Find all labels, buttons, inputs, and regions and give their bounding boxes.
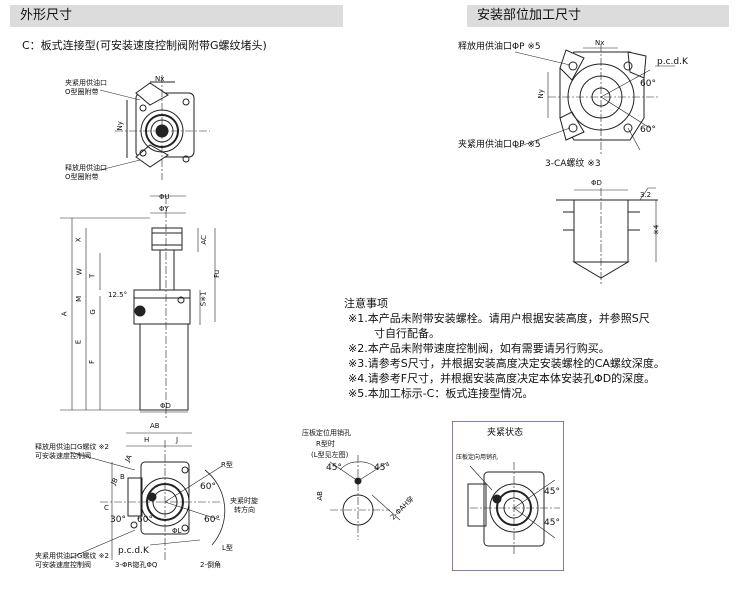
bottom-a30: 30° [110, 515, 126, 525]
clamp-state-frame [452, 421, 564, 571]
side-angle: 12.5° [108, 291, 128, 299]
notes-title: 注意事项 [344, 297, 388, 310]
side-x: X [74, 237, 83, 243]
bottom-phi-l: ΦL [172, 527, 182, 535]
bottom-clamp-dir1: 夹紧时旋 [230, 497, 258, 505]
header-outline-dimensions: 外形尺寸 [10, 5, 343, 27]
side-w: W [75, 268, 84, 276]
bottom-c: C [104, 504, 109, 512]
pin-title2: R型时 [316, 440, 335, 448]
mount-clamp-port: 夹紧用供油口ΦP ※5 [458, 140, 541, 150]
mount-ca-thread: 3-CA螺纹 ※3 [545, 159, 601, 169]
bottom-clamp-dir2: 转方向 [234, 506, 255, 514]
pin-title1: 压板定位用销孔 [302, 429, 351, 437]
pin-a45a: 45° [326, 463, 342, 473]
bottom-pcd: p.c.d.K [118, 546, 149, 556]
mount-phi-d: ΦD [591, 179, 602, 187]
note-item: ※1.本产品未附带安装螺栓。请用户根据安装高度，并参照S尺 [348, 312, 650, 325]
pin-ab: AB [315, 491, 324, 501]
bottom-a60b: 60° [137, 515, 153, 525]
side-s: S※1 [199, 291, 208, 307]
bottom-ab: AB [150, 422, 160, 430]
mount-angle-bottom: 60° [640, 125, 656, 135]
note-item: ※4.请参考F尺寸，并根据安装高度决定本体安装孔ΦD的深度。 [348, 372, 656, 385]
bottom-h: H [144, 436, 150, 444]
header-left-label: 外形尺寸 [20, 8, 73, 23]
side-phi-y: ΦY [159, 205, 169, 213]
bottom-a60c: 60° [204, 515, 220, 525]
mount-roughness: 3.2 [640, 191, 652, 199]
top-ny-label: Ny [115, 121, 124, 131]
note-item: 寸自行配备。 [374, 327, 440, 340]
header-right-label: 安装部位加工尺寸 [477, 8, 582, 23]
bottom-release-valve: 可安装速度控制阀 [35, 452, 91, 460]
clamp-state-title: 夹紧状态 [487, 428, 524, 438]
side-fu: Fu [213, 269, 222, 278]
side-t: T [88, 273, 97, 278]
bottom-chamfer: 2-倒角 [200, 561, 221, 569]
top-nx-label: Nx [155, 75, 165, 83]
bottom-bolt-holes: 3-ΦR锪孔ΦQ [115, 561, 158, 569]
pin-a45b: 45° [374, 463, 390, 473]
side-f: F [88, 359, 97, 364]
notes-block: 注意事项 ※1.本产品未附带安装螺栓。请用户根据安装高度，并参照S尺 寸自行配备… [344, 296, 665, 401]
side-a: A [60, 311, 69, 317]
side-e: E [74, 339, 83, 345]
note-item: ※5.本加工标示-C：板式连接型情况。 [348, 387, 534, 400]
side-ac: AC [199, 235, 208, 245]
header-mounting-dimensions: 安装部位加工尺寸 [467, 5, 729, 27]
top-release-port-label: 释放用供油口 [65, 164, 107, 172]
bottom-clamp-port: 夹紧用供油口G螺纹 ※2 [35, 552, 109, 560]
side-m: M [75, 295, 84, 302]
subtitle: C：板式连接型(可安装速度控制阀附带G螺纹堵头) [22, 39, 267, 52]
side-phi-d: ΦD [160, 402, 171, 410]
clamp-a45a: 45° [544, 487, 560, 497]
side-view-drawing [60, 195, 216, 420]
mount-ny: Ny [536, 89, 545, 99]
top-view-drawing [99, 75, 210, 180]
clamp-state-label: 压板定向用销孔 [456, 454, 499, 461]
mount-angle-top: 60° [640, 79, 656, 89]
pin-title3: (L型见左图) [311, 451, 349, 459]
top-release-oring-label: O型圈附带 [65, 173, 99, 181]
mounting-top-drawing [514, 44, 675, 155]
note-item: ※3.请参考S尺寸，并根据安装高度决定安装螺栓的CA螺纹深度。 [348, 357, 665, 370]
bottom-b: B [120, 473, 125, 481]
top-clamp-port-label: 夹紧用供油口 [65, 79, 107, 87]
bottom-r: R型 [221, 461, 233, 469]
side-g: G [88, 309, 97, 315]
mounting-section-drawing [556, 187, 658, 285]
mount-nx: Nx [595, 39, 605, 47]
pin-hole-drawing [329, 455, 401, 540]
mount-pcd: p.c.d.K [657, 57, 688, 67]
bottom-view-drawing [69, 432, 226, 560]
mount-release-port: 释放用供油口ΦP ※5 [458, 42, 541, 52]
bottom-release-port: 释放用供油口G螺纹 ※2 [35, 443, 109, 451]
bottom-l: L型 [222, 544, 233, 552]
bottom-j: J [176, 436, 179, 444]
clamp-a45b: 45° [544, 518, 560, 528]
clamp-state-drawing [467, 462, 560, 556]
bottom-a60a: 60° [200, 482, 216, 492]
mount-s4: ※4 [652, 224, 661, 236]
note-item: ※2.本产品未附带速度控制阀，如有需要请另行购买。 [348, 342, 610, 355]
top-clamp-oring-label: O型圈附带 [65, 88, 99, 96]
bottom-clamp-valve: 可安装速度控制阀 [35, 561, 91, 569]
side-phi-u: ΦU [159, 193, 170, 201]
